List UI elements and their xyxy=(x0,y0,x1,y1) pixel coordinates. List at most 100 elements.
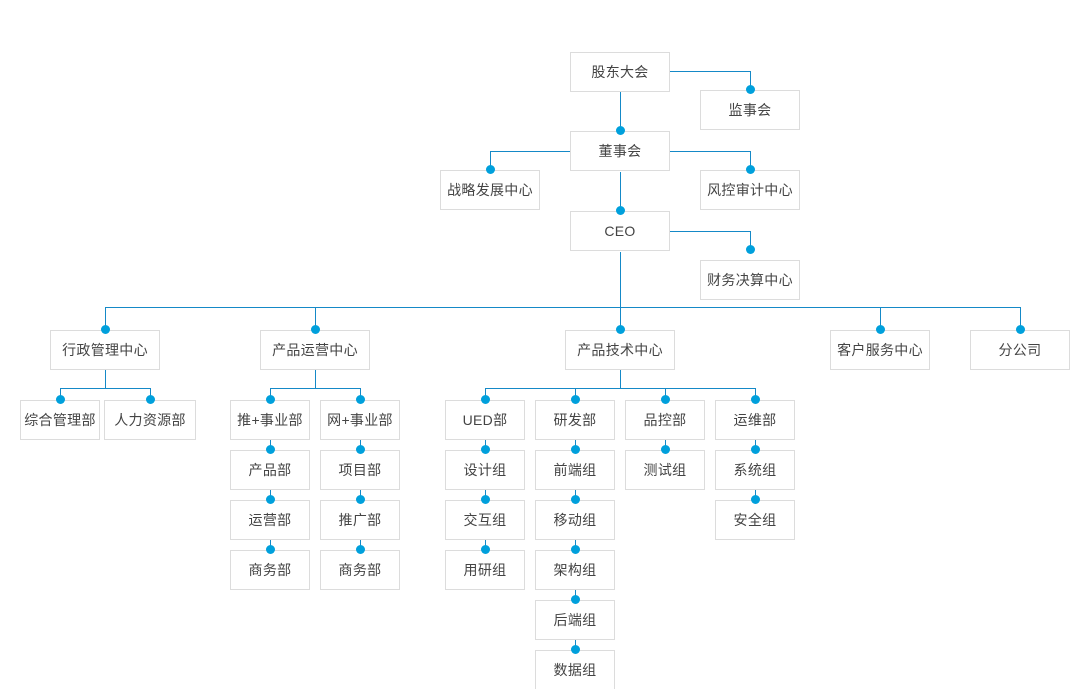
connector-ceo-to-finance-v xyxy=(750,231,751,250)
node-product-tech-center[interactable]: 产品技术中心 xyxy=(565,330,675,370)
node-tech-rd[interactable]: 研发部 xyxy=(535,400,615,440)
node-ops-promotion[interactable]: 推广部 xyxy=(320,500,400,540)
connector-admin-to-hr xyxy=(150,388,151,400)
node-tech-frontend[interactable]: 前端组 xyxy=(535,450,615,490)
dot-supervisory xyxy=(746,85,755,94)
dot-riskaudit xyxy=(746,165,755,174)
spine-drop-product-ops xyxy=(315,307,316,330)
dot-tech-design xyxy=(481,445,490,454)
node-tech-interaction[interactable]: 交互组 xyxy=(445,500,525,540)
node-shareholders[interactable]: 股东大会 xyxy=(570,52,670,92)
node-tech-devops[interactable]: 运维部 xyxy=(715,400,795,440)
dot-tech-mobile xyxy=(571,495,580,504)
dot-product-ops-center xyxy=(311,325,320,334)
node-strategy[interactable]: 战略发展中心 xyxy=(440,170,540,210)
dot-tech-backend xyxy=(571,595,580,604)
dot-ops-wang xyxy=(356,395,365,404)
node-admin-hr[interactable]: 人力资源部 xyxy=(104,400,196,440)
connector-product-ops-bracket xyxy=(270,388,360,389)
connector-product-tech-bracket xyxy=(485,388,755,389)
connector-ceo-to-finance-h xyxy=(670,231,750,232)
dot-strategy xyxy=(486,165,495,174)
dot-board xyxy=(616,126,625,135)
dot-admin-general xyxy=(56,395,65,404)
node-tech-data[interactable]: 数据组 xyxy=(535,650,615,689)
dot-ops-tui xyxy=(266,395,275,404)
node-tech-backend[interactable]: 后端组 xyxy=(535,600,615,640)
node-admin-general[interactable]: 综合管理部 xyxy=(20,400,100,440)
dot-finance xyxy=(746,245,755,254)
node-ops-project[interactable]: 项目部 xyxy=(320,450,400,490)
node-tech-research[interactable]: 用研组 xyxy=(445,550,525,590)
spine-drop-branch xyxy=(1020,307,1021,330)
node-supervisory[interactable]: 监事会 xyxy=(700,90,800,130)
node-finance[interactable]: 财务决算中心 xyxy=(700,260,800,300)
dot-tech-test xyxy=(661,445,670,454)
node-branch[interactable]: 分公司 xyxy=(970,330,1070,370)
connector-tech-to-rd xyxy=(575,388,576,400)
connector-shareholders-to-supervisory-h xyxy=(670,71,750,72)
main-spine xyxy=(105,307,1020,308)
node-product-ops-center[interactable]: 产品运营中心 xyxy=(260,330,370,370)
dot-product-tech-center xyxy=(616,325,625,334)
node-tech-ued[interactable]: UED部 xyxy=(445,400,525,440)
node-tech-security[interactable]: 安全组 xyxy=(715,500,795,540)
dot-tech-data xyxy=(571,645,580,654)
node-ops-business-a[interactable]: 商务部 xyxy=(230,550,310,590)
connector-admin-bracket xyxy=(60,388,150,389)
connector-ops-to-wang xyxy=(360,388,361,400)
dot-ops-business-a xyxy=(266,545,275,554)
connector-shareholders-to-board xyxy=(620,92,621,131)
dot-admin-hr xyxy=(146,395,155,404)
node-tech-test[interactable]: 测试组 xyxy=(625,450,705,490)
dot-branch xyxy=(1016,325,1025,334)
node-ops-product[interactable]: 产品部 xyxy=(230,450,310,490)
connector-board-to-strategy-v xyxy=(490,151,491,170)
node-riskaudit[interactable]: 风控审计中心 xyxy=(700,170,800,210)
connector-board-to-riskaudit-h xyxy=(670,151,750,152)
node-ops-wang[interactable]: 网+事业部 xyxy=(320,400,400,440)
dot-tech-qa xyxy=(661,395,670,404)
node-tech-mobile[interactable]: 移动组 xyxy=(535,500,615,540)
node-admin-center[interactable]: 行政管理中心 xyxy=(50,330,160,370)
dot-ops-project xyxy=(356,445,365,454)
connector-admin-stem xyxy=(105,370,106,388)
node-board[interactable]: 董事会 xyxy=(570,131,670,171)
node-ops-business-b[interactable]: 商务部 xyxy=(320,550,400,590)
dot-ops-operation xyxy=(266,495,275,504)
connector-board-to-riskaudit-v xyxy=(750,151,751,170)
connector-board-to-ceo xyxy=(620,172,621,211)
connector-board-to-strategy-h xyxy=(490,151,570,152)
connector-product-ops-stem xyxy=(315,370,316,388)
dot-tech-security xyxy=(751,495,760,504)
node-tech-qa[interactable]: 品控部 xyxy=(625,400,705,440)
node-ceo[interactable]: CEO xyxy=(570,211,670,251)
connector-ops-to-tui xyxy=(270,388,271,400)
node-tech-architecture[interactable]: 架构组 xyxy=(535,550,615,590)
node-ops-operation[interactable]: 运营部 xyxy=(230,500,310,540)
dot-ops-promotion xyxy=(356,495,365,504)
dot-tech-research xyxy=(481,545,490,554)
connector-tech-to-devops xyxy=(755,388,756,400)
connector-product-tech-stem xyxy=(620,370,621,388)
dot-tech-devops xyxy=(751,395,760,404)
spine-drop-admin xyxy=(105,307,106,330)
connector-tech-to-ued xyxy=(485,388,486,400)
spine-drop-customer-service xyxy=(880,307,881,330)
dot-tech-system xyxy=(751,445,760,454)
dot-tech-rd xyxy=(571,395,580,404)
dot-tech-interaction xyxy=(481,495,490,504)
node-tech-design[interactable]: 设计组 xyxy=(445,450,525,490)
connector-ceo-to-spine xyxy=(620,252,621,330)
dot-admin-center xyxy=(101,325,110,334)
dot-ceo xyxy=(616,206,625,215)
connector-tech-to-qa xyxy=(665,388,666,400)
connector-shareholders-to-supervisory-v xyxy=(750,71,751,90)
node-ops-tui[interactable]: 推+事业部 xyxy=(230,400,310,440)
dot-tech-ued xyxy=(481,395,490,404)
dot-ops-business-b xyxy=(356,545,365,554)
dot-ops-product xyxy=(266,445,275,454)
node-tech-system[interactable]: 系统组 xyxy=(715,450,795,490)
node-customer-service-center[interactable]: 客户服务中心 xyxy=(830,330,930,370)
